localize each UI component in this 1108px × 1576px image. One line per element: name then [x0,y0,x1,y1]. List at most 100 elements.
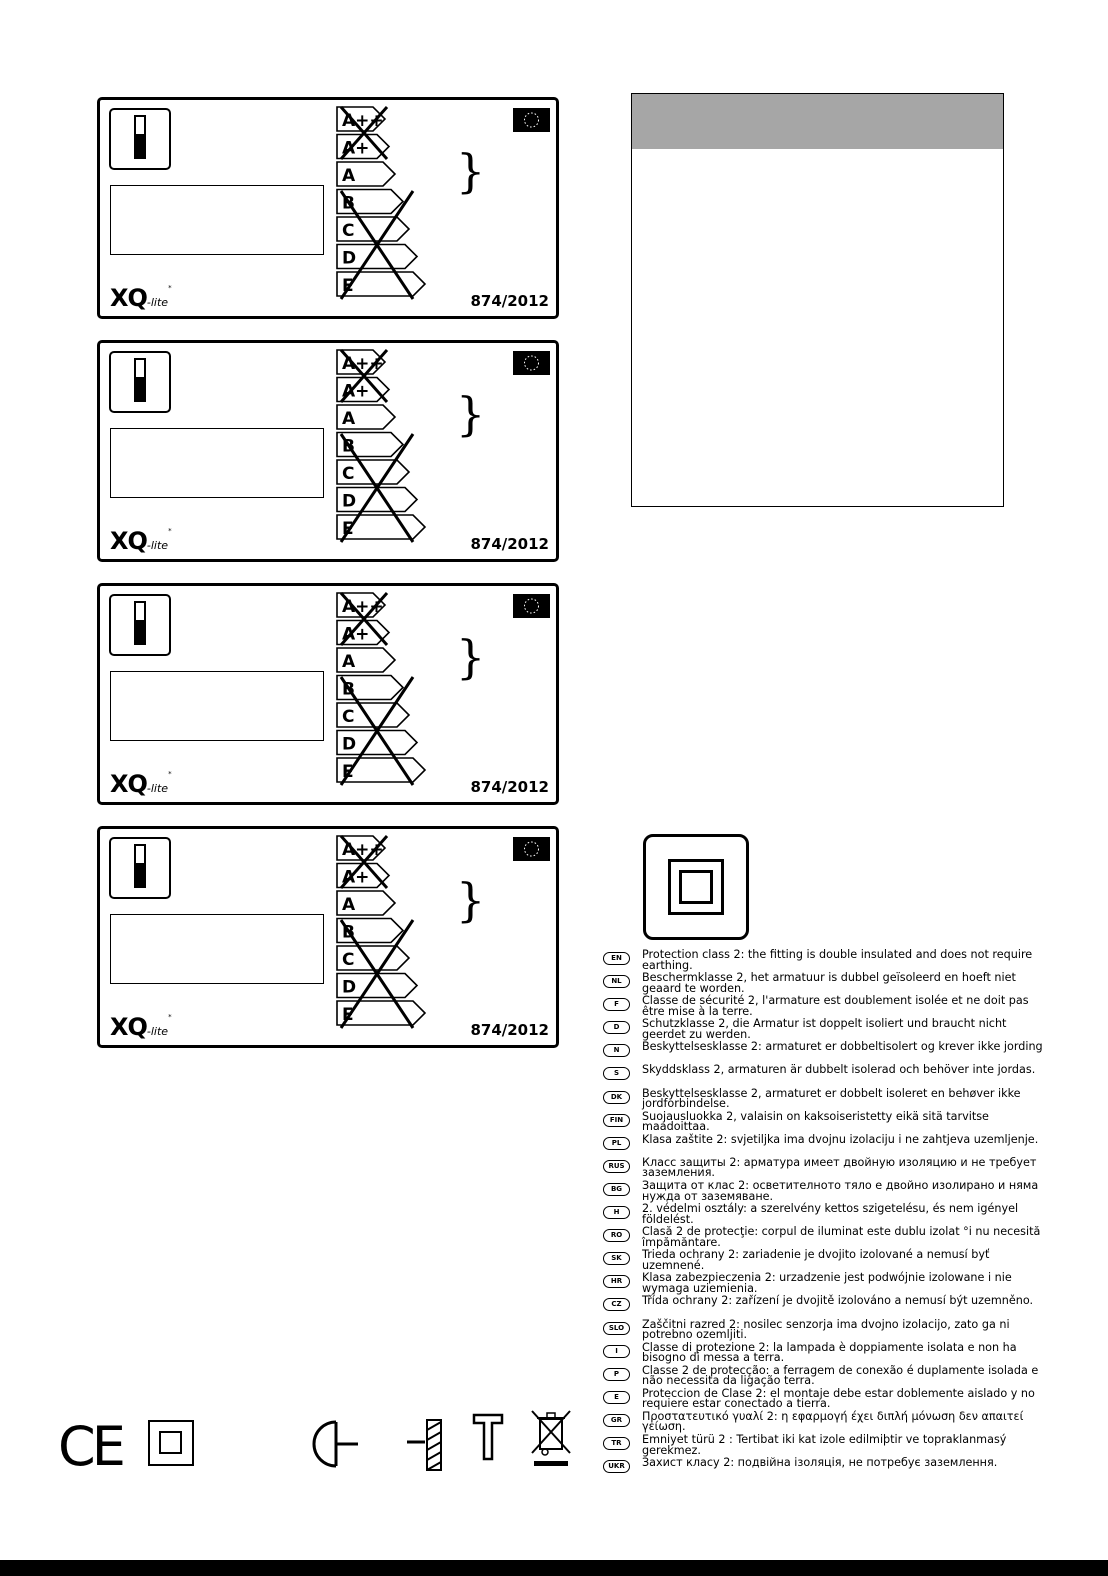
energy-class-arrow [336,972,419,999]
regulation-number: 874/2012 [470,535,549,553]
energy-class-letter: A++ [342,840,384,860]
energy-class-arrow [336,271,427,297]
instruction-text: Beskyttelsesklasse 2: armaturet er dobbe… [642,1040,1043,1054]
instruction-text: Suojausluokka 2, valaisin on kaksoiseris… [642,1109,989,1134]
instruction-text: Skyddsklass 2, armaturen är dubbelt isol… [642,1063,1036,1077]
instruction-text: Beschermklasse 2, het armatuur is dubbel… [642,971,1016,995]
regulation-number: 874/2012 [470,1021,549,1039]
instruction-row: PL Klasa zaštite 2: svjetiljka ima dvojn… [603,1132,1043,1158]
energy-class-arrow [336,1000,427,1026]
instruction-row: D Schutzklasse 2, die Armatur ist doppel… [603,1017,1043,1042]
energy-class-letter: D [342,492,356,512]
bollard-lamp-icon [109,351,171,413]
language-code-badge: CZ [603,1298,630,1312]
bollard-lamp-icon [109,594,171,656]
energy-class-letter: A [342,409,356,429]
energy-class-arrows: A++A+ABCDE [336,349,427,543]
regulation-number: 874/2012 [470,778,549,796]
energy-class-letter: D [342,978,356,998]
energy-class-letter: D [342,735,356,755]
energy-class-letter: C [342,221,354,241]
language-code-badge: RUS [603,1159,630,1173]
energy-class-arrow [336,486,419,513]
eu-flag-icon [513,837,550,861]
language-code-badge: PL [603,1136,630,1150]
language-code-badge: BG [603,1182,630,1196]
instruction-text: Trieda ochrany 2: zariadenie je dvojito … [642,1248,990,1272]
instruction-row: I Classe di protezione 2: la lampada è d… [603,1341,1043,1366]
language-code-badge: E [603,1390,630,1404]
instruction-row: GR Προστατευτικό γυαλί 2: η εφαρμογή έχε… [603,1409,1043,1435]
language-code-badge: SLO [603,1321,630,1335]
eu-flag-icon [513,108,550,132]
energy-class-letter: D [342,249,356,269]
energy-class-arrow [336,243,419,270]
language-code-badge: DK [603,1090,630,1104]
instruction-text: Protection class 2: the fitting is doubl… [642,948,1033,972]
language-code-badge: S [603,1067,630,1081]
language-code-badge: D [603,1021,630,1035]
energy-class-arrows: A++A+ABCDE [336,835,427,1029]
energy-class-letter: A++ [342,354,384,374]
instruction-row: RO Clasă 2 de protecţie: corpul de ilumi… [603,1225,1043,1250]
instruction-text: Захист класу 2: подвійна ізоляція, не по… [642,1456,998,1470]
language-code-badge: GR [603,1413,630,1427]
wall-mount-icon [407,1419,442,1471]
bollard-lamp-icon [109,837,171,899]
energy-class-letter: E [342,276,354,296]
energy-class-letter: C [342,464,354,484]
energy-class-letter: C [342,950,354,970]
class-range-brace: } [456,387,486,441]
instruction-row: BG Защита от клас 2: осветителното тяло … [603,1180,1043,1204]
xq-lite-logo: XQ-lite* [110,527,172,555]
energy-class-letter: A+ [342,625,369,645]
hammer-icon [472,1413,504,1461]
energy-class-letter: A++ [342,111,384,131]
energy-class-arrow [336,729,419,756]
instruction-row: N Beskyttelsesklasse 2: armaturet er dob… [603,1040,1043,1065]
language-code-badge: I [603,1344,630,1358]
energy-class-letter: A+ [342,382,369,402]
xq-lite-logo: XQ-lite* [110,284,172,312]
energy-class-letter: A [342,895,356,915]
energy-class-letter: A+ [342,139,369,159]
instruction-row: E Proteccion de Clase 2: el montaje debe… [603,1386,1043,1412]
instruction-text: Proteccion de Clase 2: el montaje debe e… [642,1386,1035,1411]
instruction-row: F Classe de sécurité 2, l'armature est d… [603,994,1043,1019]
xq-lite-logo: XQ-lite* [110,770,172,798]
energy-label-card: A++A+ABCDE } XQ-lite* 874/2012 [97,583,559,805]
instruction-text: Beskyttelsesklasse 2, armaturet er dobbe… [642,1086,1021,1111]
language-code-badge: TR [603,1436,630,1450]
language-code-badge: RO [603,1229,630,1243]
energy-class-letter: E [342,519,354,539]
energy-class-letter: A [342,166,356,186]
instruction-text: Classe de sécurité 2, l'armature est dou… [642,994,1029,1018]
instruction-text: Schutzklasse 2, die Armatur ist doppelt … [642,1017,1007,1041]
energy-class-arrow [336,647,397,673]
instruction-text: Emniyet türü 2 : Tertibat iki kat izole … [642,1432,1007,1457]
weee-crossed-bin-icon [531,1410,571,1466]
instruction-text: Προστατευτικό γυαλί 2: η εφαρμογή έχει δ… [642,1409,1024,1434]
instruction-row: P Classe 2 de protecção: a ferragem de c… [603,1365,1043,1389]
energy-label-card: A++A+ABCDE } XQ-lite* 874/2012 [97,826,559,1048]
language-code-badge: FIN [603,1113,630,1127]
instruction-text: Klasa zaštite 2: svjetiljka ima dvojnu i… [642,1132,1039,1146]
energy-class-arrow [336,890,397,916]
energy-class-letter: E [342,762,354,782]
class-range-brace: } [456,630,486,684]
energy-class-arrows: A++A+ABCDE [336,106,427,300]
class-range-brace: } [456,144,486,198]
class-range-brace: } [456,873,486,927]
energy-class-letter: A [342,652,356,672]
instruction-row: SK Trieda ochrany 2: zariadenie je dvoji… [603,1248,1043,1273]
instruction-text: 2. védelmi osztály: a szerelvény kettos … [642,1202,1019,1226]
lamp-side-mount-icon [312,1420,358,1468]
energy-class-arrow [336,514,427,540]
instruction-row: UKR Захист класу 2: подвійна ізоляція, н… [603,1456,1043,1481]
language-code-badge: HR [603,1275,630,1289]
class-2-double-insulation-icon [643,834,749,940]
language-code-badge: SK [603,1252,630,1266]
instruction-text: Clasă 2 de protecţie: corpul de iluminat… [642,1225,1041,1249]
label-text-box [110,185,324,255]
energy-class-arrow [336,404,397,430]
